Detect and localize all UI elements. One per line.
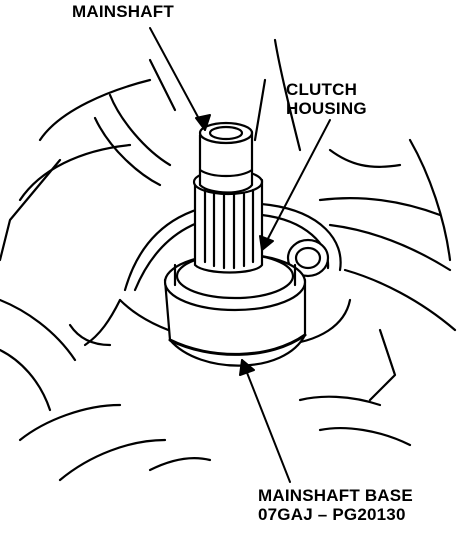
mainshaft-base-arrowhead [239,359,255,376]
housing-casting [0,38,457,482]
clutch-housing-label-line1: CLUTCH [286,80,358,99]
leader-lines [149,27,331,483]
mainshaft-base-part-number: 07GAJ – PG20130 [258,505,406,524]
clutch-housing-label-line2: HOUSING [286,99,367,118]
mainshaft-base-leader [241,359,291,483]
mainshaft-arrowhead [195,114,211,131]
mainshaft-base-label: MAINSHAFT BASE 07GAJ – PG20130 [258,486,413,524]
clutch-housing-label: CLUTCH HOUSING [286,80,367,118]
dowel-boss [286,238,330,278]
mainshaft-base-label-line1: MAINSHAFT BASE [258,486,413,505]
mainshaft-label-text: MAINSHAFT [72,2,174,21]
clutch-housing-leader [261,119,331,251]
clutch-housing-arrowhead [259,235,274,251]
mainshaft-leader [149,27,206,131]
mainshaft-tube [198,121,254,194]
mainshaft-label: MAINSHAFT [72,2,174,21]
